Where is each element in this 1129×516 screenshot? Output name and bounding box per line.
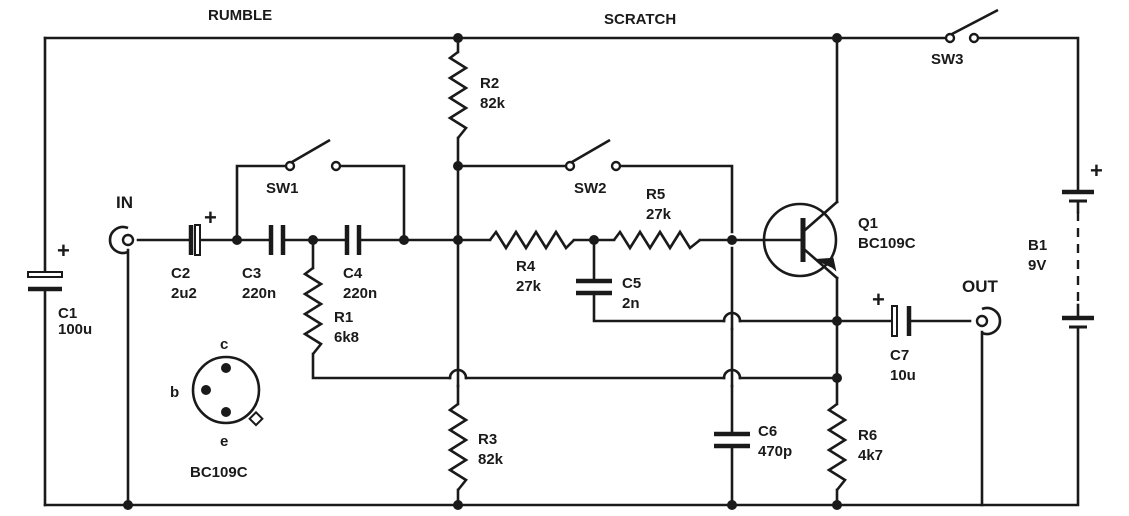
r1-value: 6k8 [334, 329, 359, 346]
c2-value: 2u2 [171, 285, 197, 302]
pinout-base-label: b [170, 384, 179, 401]
sw2-ref: SW2 [574, 180, 607, 197]
capacitor-c4 [344, 225, 362, 255]
r2-value: 82k [480, 95, 506, 112]
c3-ref: C3 [242, 265, 261, 282]
resistor-r6 [826, 402, 848, 491]
r2-ref: R2 [480, 75, 499, 92]
heading-scratch: SCRATCH [604, 11, 676, 28]
c1-polarity: + [57, 238, 70, 263]
r6-ref: R6 [858, 427, 877, 444]
q1-ref: Q1 [858, 215, 878, 232]
c1-value: 100u [58, 321, 92, 338]
c5-value: 2n [622, 295, 640, 312]
b1-value: 9V [1028, 257, 1046, 274]
junction-dots [123, 33, 842, 510]
r5-ref: R5 [646, 186, 665, 203]
r5-value: 27k [646, 206, 672, 223]
capacitor-c3 [268, 225, 286, 255]
battery-b1: + [1062, 158, 1103, 329]
capacitor-c5 [576, 278, 612, 296]
b1-polarity: + [1090, 158, 1103, 183]
c6-value: 470p [758, 443, 792, 460]
label-in: IN [116, 193, 133, 212]
c2-polarity: + [204, 205, 217, 230]
label-out: OUT [962, 277, 999, 296]
c7-value: 10u [890, 367, 916, 384]
capacitor-c2: + [188, 205, 217, 256]
switch-sw2 [564, 138, 622, 172]
r4-ref: R4 [516, 258, 536, 275]
capacitor-c7: + [872, 287, 912, 337]
heading-rumble: RUMBLE [208, 7, 272, 24]
c4-ref: C4 [343, 265, 363, 282]
sw1-ref: SW1 [266, 180, 299, 197]
capacitor-c6 [714, 431, 750, 449]
c1-ref: C1 [58, 305, 77, 322]
resistor-r4 [488, 229, 575, 251]
r3-value: 82k [478, 451, 504, 468]
out-jack [975, 306, 1002, 336]
c5-ref: C5 [622, 275, 641, 292]
r3-ref: R3 [478, 431, 497, 448]
transistor-q1 [762, 200, 839, 280]
resistor-r5 [612, 229, 701, 251]
r1-ref: R1 [334, 309, 353, 326]
c3-value: 220n [242, 285, 276, 302]
resistor-r1 [302, 266, 324, 355]
resistor-r2 [447, 50, 469, 139]
q1-value: BC109C [858, 235, 916, 252]
c7-polarity: + [872, 287, 885, 312]
c4-value: 220n [343, 285, 377, 302]
wire-crossovers [448, 311, 742, 380]
wiring [43, 36, 1080, 507]
c2-ref: C2 [171, 265, 190, 282]
pinout-emitter-label: e [220, 433, 228, 450]
c6-ref: C6 [758, 423, 777, 440]
pinout-collector-label: c [220, 336, 228, 353]
sw3-ref: SW3 [931, 51, 964, 68]
switch-sw3 [944, 8, 999, 44]
in-jack [108, 225, 135, 255]
transistor-pinout-drawing [191, 355, 264, 427]
switch-sw1 [284, 138, 342, 172]
resistor-r3 [447, 402, 469, 491]
r6-value: 4k7 [858, 447, 883, 464]
b1-ref: B1 [1028, 237, 1047, 254]
c7-ref: C7 [890, 347, 909, 364]
pinout-caption: BC109C [190, 464, 248, 481]
r4-value: 27k [516, 278, 542, 295]
capacitor-c1: + [27, 238, 70, 292]
